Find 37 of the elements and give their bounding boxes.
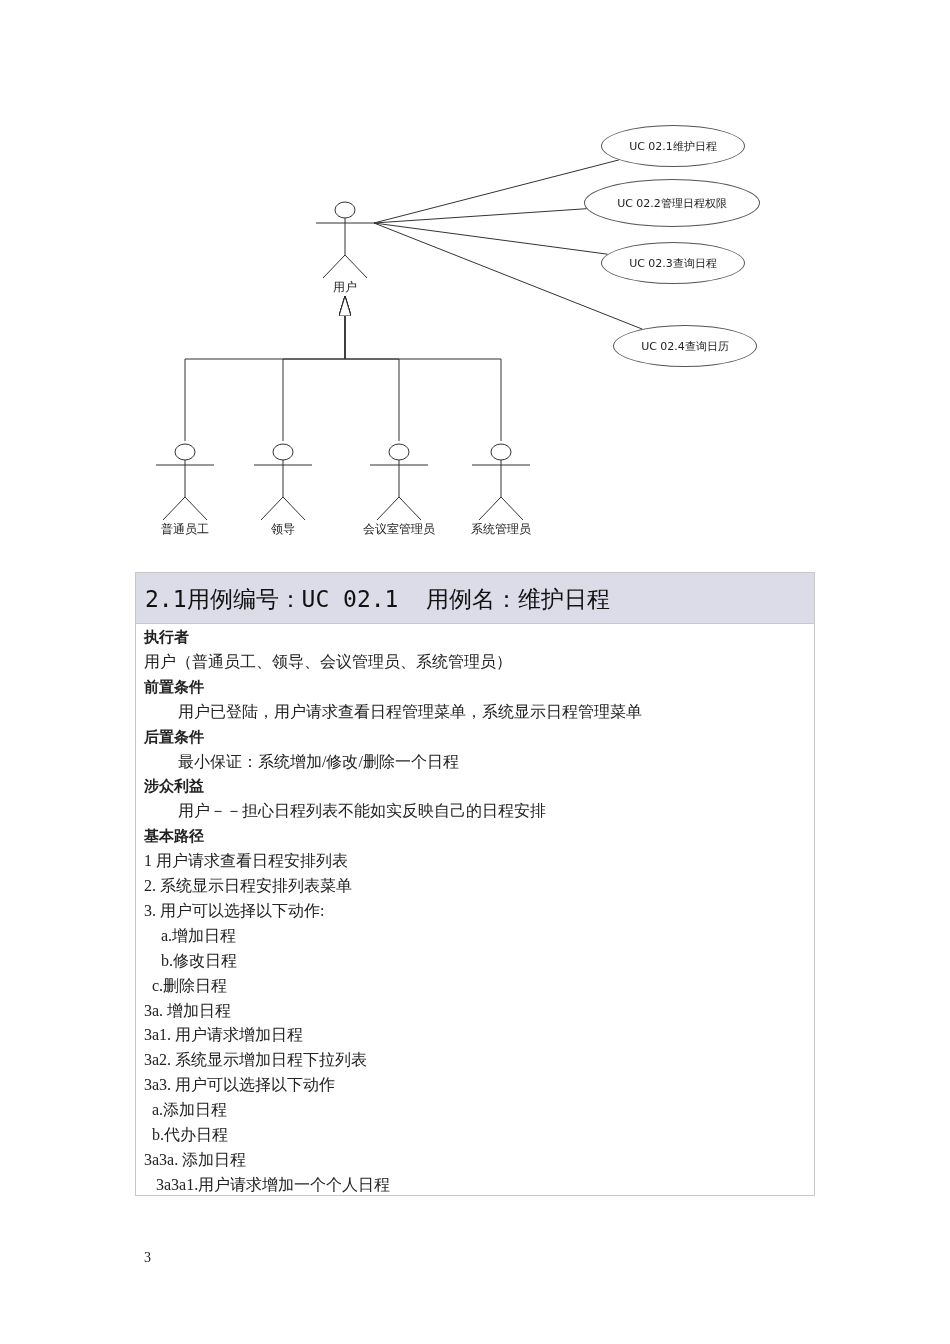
actor-label: 会议室管理员 xyxy=(362,521,436,538)
actor-label: 普通员工 xyxy=(160,521,210,538)
table-text: a.添加日程 xyxy=(152,1100,228,1121)
table-text: 3. 用户可以选择以下动作: xyxy=(144,900,325,921)
section-heading: 后置条件 xyxy=(144,726,204,747)
section-heading: 涉众利益 xyxy=(144,776,204,797)
use-case-ellipse: UC 02.1维护日程 xyxy=(601,125,745,167)
section-heading: 前置条件 xyxy=(144,676,204,697)
actor-label: 领导 xyxy=(270,521,296,538)
table-text: 用户已登陆，用户请求查看日程管理菜单，系统显示日程管理菜单 xyxy=(178,701,642,722)
section-heading: 基本路径 xyxy=(144,826,204,847)
table-text: 3a2. 系统显示增加日程下拉列表 xyxy=(144,1050,368,1071)
table-text: 3a3a1.用户请求增加一个个人日程 xyxy=(156,1174,391,1195)
generalization-arrow xyxy=(338,295,502,442)
table-text: 3a3a. 添加日程 xyxy=(144,1149,247,1170)
table-text: 3a1. 用户请求增加日程 xyxy=(144,1025,304,1046)
actor-label: 用户 xyxy=(332,279,358,296)
table-text: 2. 系统显示日程安排列表菜单 xyxy=(144,876,352,896)
use-case-ellipse: UC 02.3查询日程 xyxy=(601,242,745,284)
use-case-ellipse: UC 02.2管理日程权限 xyxy=(584,179,760,227)
actor-label: 系统管理员 xyxy=(470,521,532,538)
table-text: b.代办日程 xyxy=(152,1125,228,1145)
table-text: 3a. 增加日程 xyxy=(144,1000,232,1021)
table-text: a.增加日程 xyxy=(161,925,237,946)
table-text: 用户（普通员工、领导、会议管理员、系统管理员） xyxy=(144,651,512,672)
page-number: 3 xyxy=(144,1249,151,1267)
section-heading: 执行者 xyxy=(144,627,189,647)
use-case-ellipse: UC 02.4查询日历 xyxy=(613,325,757,367)
association-line xyxy=(373,208,587,224)
table-text: 3a3. 用户可以选择以下动作 xyxy=(144,1075,336,1096)
table-text: 1 用户请求查看日程安排列表 xyxy=(144,851,348,872)
table-text: 最小保证：系统增加/修改/删除一个日程 xyxy=(178,751,459,772)
use-case-heading: 2.1用例编号：UC 02.1 用例名：维护日程 xyxy=(135,572,815,624)
association-line xyxy=(373,222,643,330)
table-text: 用户－－担心日程列表不能如实反映自己的日程安排 xyxy=(178,801,546,822)
table-text: b.修改日程 xyxy=(161,950,237,971)
table-text: c.删除日程 xyxy=(152,975,228,996)
